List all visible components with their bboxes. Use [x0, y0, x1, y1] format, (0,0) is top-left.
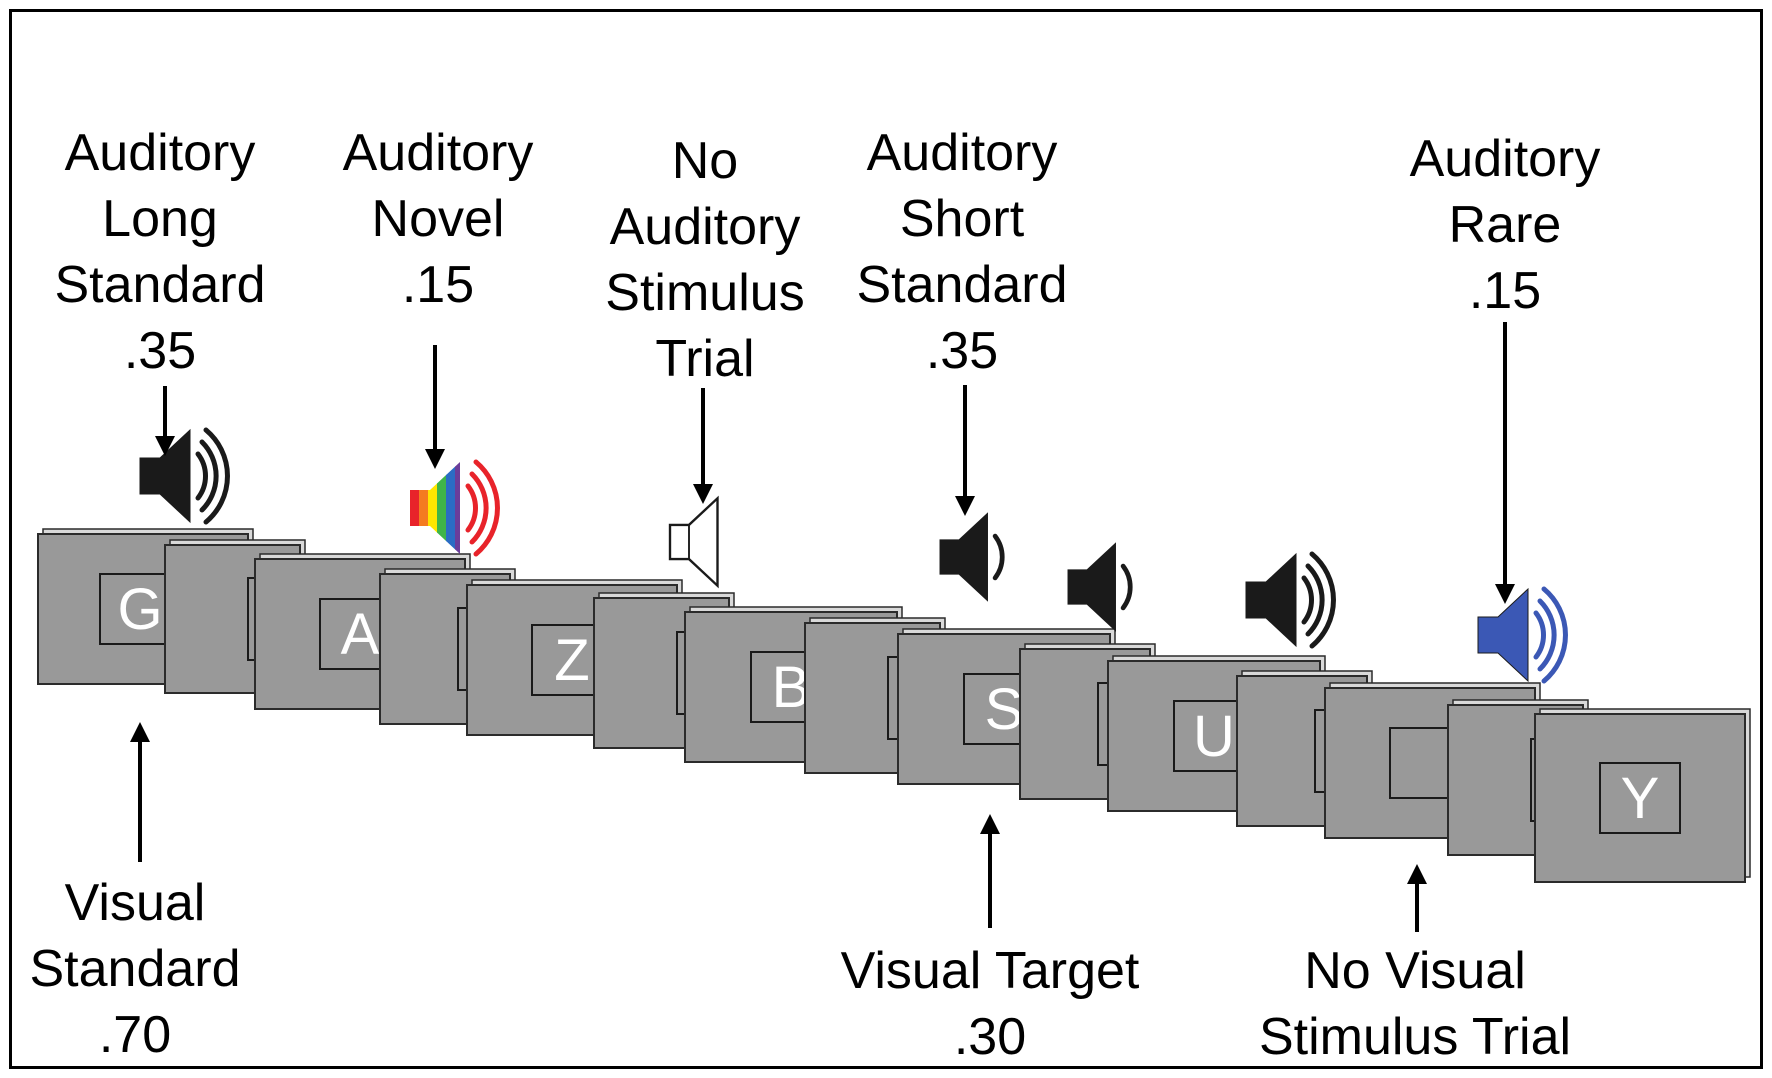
sound-wave	[195, 451, 208, 501]
stimulus-screen: Y	[1534, 708, 1751, 883]
auditory-rare-label: Auditory Rare .15	[1409, 130, 1601, 320]
visual-target-label: Visual Target .30	[840, 942, 1140, 1066]
sound-wave	[469, 471, 489, 545]
rainbow-speaker-body	[410, 462, 460, 554]
speaker-icon	[668, 495, 719, 589]
auditory-long-standard-label: Auditory Long Standard .35	[54, 124, 266, 380]
stimulus-letter: Y	[1621, 766, 1660, 831]
no-auditory-stimulus-label: No Auditory Stimulus Trial	[605, 132, 805, 388]
sound-wave	[1309, 551, 1336, 649]
stimulus-letter: Z	[554, 628, 589, 693]
stimulus-letter: G	[117, 577, 162, 642]
sound-wave	[1533, 610, 1546, 660]
speaker-body	[1245, 552, 1297, 648]
auditory-short-standard-label: Auditory Short Standard .35	[856, 124, 1068, 380]
sound-wave	[473, 459, 500, 557]
sound-wave	[1120, 563, 1133, 611]
sound-wave	[1537, 598, 1557, 672]
figure-border	[9, 9, 1763, 1069]
speaker-body	[668, 495, 719, 589]
speaker-body	[1067, 542, 1116, 632]
speaker-body	[939, 512, 988, 602]
stimulus-letter: S	[985, 677, 1024, 742]
stimulus-letter: A	[341, 602, 380, 667]
sound-wave	[1301, 575, 1314, 625]
stimulus-letter: U	[1193, 704, 1235, 769]
speaker-icon	[939, 512, 1005, 602]
stimulus-letter: B	[772, 655, 811, 720]
sound-wave	[465, 483, 478, 533]
screen-face	[1534, 713, 1746, 883]
speaker-body	[139, 428, 191, 524]
visual-standard-label: Visual Standard .70	[29, 874, 241, 1064]
speaker-body	[1477, 587, 1529, 683]
speaker-icon	[410, 459, 500, 557]
speaker-icon	[139, 427, 230, 525]
sound-wave	[1541, 586, 1568, 684]
sound-wave	[199, 439, 219, 513]
auditory-novel-label: Auditory Novel .15	[342, 124, 534, 314]
sound-wave	[203, 427, 230, 525]
sound-wave	[1305, 563, 1325, 637]
no-visual-stimulus-label: No Visual Stimulus Trial	[1258, 942, 1572, 1066]
speaker-icon	[1477, 586, 1568, 684]
speaker-icon	[1245, 551, 1336, 649]
speaker-icon	[1067, 542, 1133, 632]
sound-wave	[992, 533, 1005, 581]
fixation-box	[1599, 762, 1681, 834]
